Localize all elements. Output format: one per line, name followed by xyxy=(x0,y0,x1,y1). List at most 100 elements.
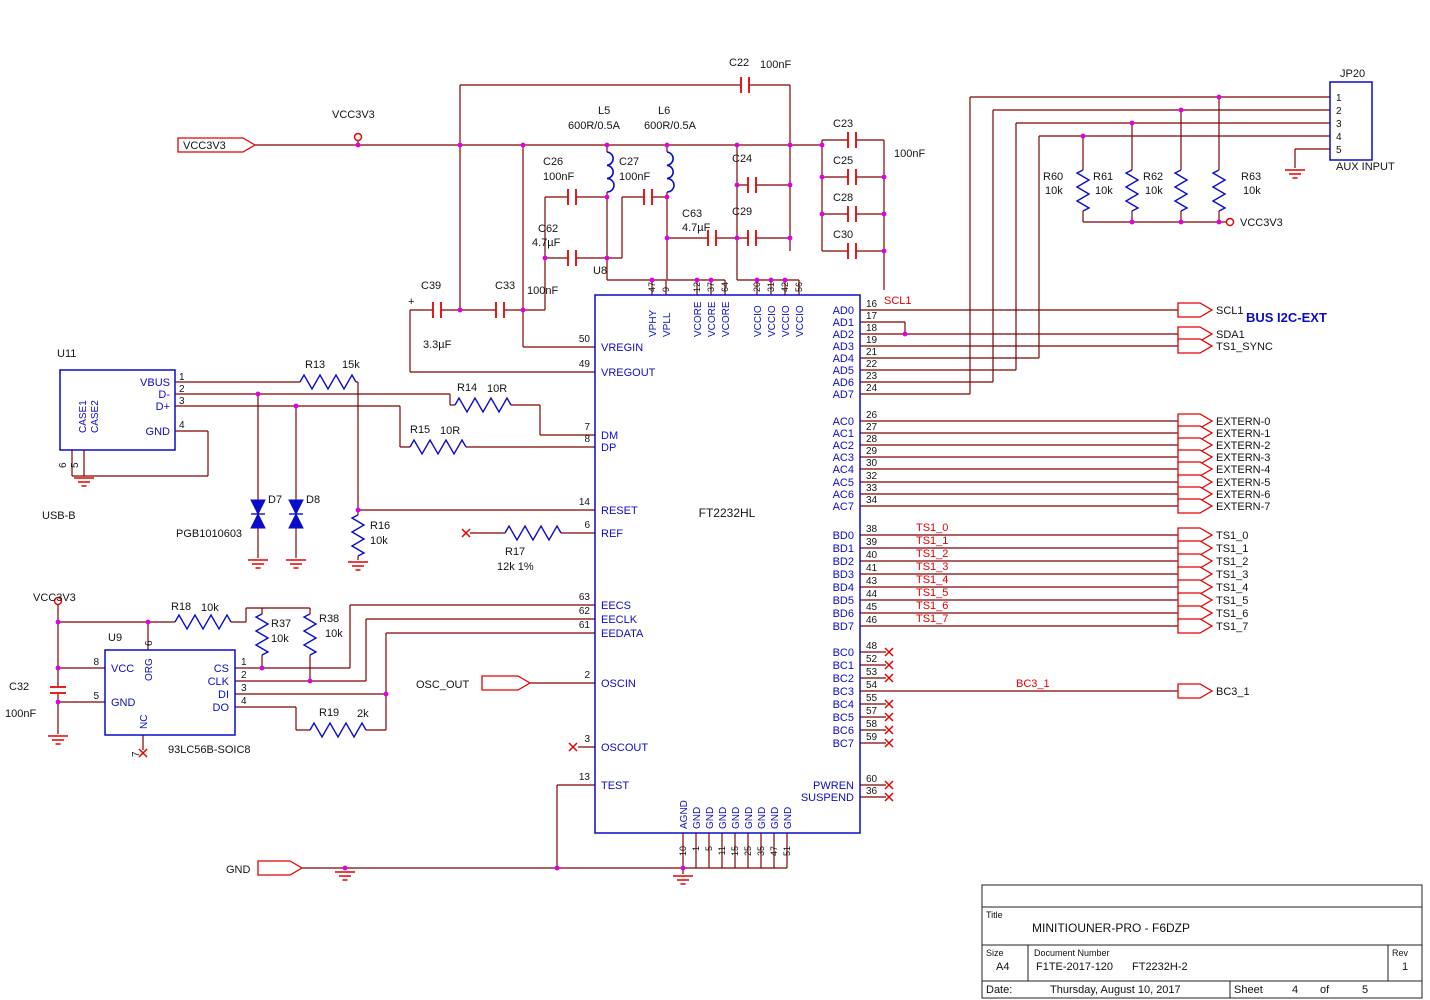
ts1-4-port-flag xyxy=(1177,579,1214,595)
r14-val: 10R xyxy=(487,383,507,395)
pin-21: 21 xyxy=(866,347,878,358)
pin-26: 26 xyxy=(866,410,878,421)
u8-ref: U8 xyxy=(593,265,607,277)
name-ee-nc: NC xyxy=(139,715,150,729)
junction-dot xyxy=(259,665,265,671)
pin-32: 32 xyxy=(866,471,878,482)
junction-dot xyxy=(902,331,908,337)
pin-47b: 47 xyxy=(769,846,779,856)
c22-capacitor xyxy=(740,77,750,93)
name-ac0: AC0 xyxy=(833,416,854,428)
name-ee-org: ORG xyxy=(144,658,155,681)
u9-eeprom-body xyxy=(104,649,236,736)
scl1-net: SCL1 xyxy=(884,295,912,307)
name-eecs: EECS xyxy=(601,600,631,612)
name-bc0: BC0 xyxy=(833,647,854,659)
l6-inductor xyxy=(666,151,675,193)
r17-val: 12k 1% xyxy=(497,561,534,573)
extern-4-port-flag xyxy=(1177,461,1214,477)
pin-58: 58 xyxy=(866,719,878,730)
sheet-of-label: of xyxy=(1320,984,1330,996)
ts1-4-net: TS1_4 xyxy=(916,574,948,586)
r63-ref: R63 xyxy=(1241,171,1261,183)
pin-6: 6 xyxy=(584,520,590,531)
name-gnd1: GND xyxy=(692,807,703,829)
doc-number-label: Document Number xyxy=(1034,948,1110,958)
name-ee-do: DO xyxy=(213,702,230,714)
c33-val: 100nF xyxy=(527,285,558,297)
name-usb-gnd: GND xyxy=(146,426,171,438)
date-label: Date: xyxy=(986,984,1012,996)
pin-35b: 35 xyxy=(756,846,766,856)
l5-val: 600R/0.5A xyxy=(568,120,621,132)
name-bc1: BC1 xyxy=(833,660,854,672)
name-test: TEST xyxy=(601,780,629,792)
sda1-port-label: SDA1 xyxy=(1216,329,1245,341)
name-vphy: VPHY xyxy=(648,309,659,337)
r60-ref: R60 xyxy=(1043,171,1063,183)
extern-5-label: EXTERN-5 xyxy=(1216,477,1270,489)
pin-18: 18 xyxy=(866,323,878,334)
c25-capacitor xyxy=(847,169,857,185)
vcc3v3-net-top: VCC3V3 xyxy=(332,109,375,121)
name-ac3: AC3 xyxy=(833,452,854,464)
junction-dot xyxy=(342,865,348,871)
junction-dot xyxy=(55,699,61,705)
ts1-7-label: TS1_7 xyxy=(1216,621,1248,633)
junction-dot xyxy=(457,142,463,148)
r61-ref: R61 xyxy=(1093,171,1113,183)
ft2232hl-ic-body xyxy=(594,294,861,834)
rev-label: Rev xyxy=(1392,948,1409,958)
no-connect-x xyxy=(568,742,578,752)
no-connect-x xyxy=(138,748,148,758)
bus-i2c-ext-label: BUS I2C-EXT xyxy=(1246,310,1327,325)
jp20-pin-4: 4 xyxy=(1336,132,1342,143)
junction-dot xyxy=(787,235,793,241)
pin-28: 28 xyxy=(866,434,878,445)
name-dm: DM xyxy=(601,430,618,442)
name-suspend: SUSPEND xyxy=(801,792,854,804)
pin-30: 30 xyxy=(866,458,878,469)
rev-value: 1 xyxy=(1402,961,1408,973)
r16-val: 10k xyxy=(370,535,388,547)
no-connect-x xyxy=(884,647,894,657)
r19-val: 2k xyxy=(357,708,369,720)
ic-name: FT2232HL xyxy=(699,506,756,520)
junction-dot xyxy=(355,142,361,148)
jp20-pin-1: 1 xyxy=(1336,93,1342,104)
pin-10b: 10 xyxy=(678,846,688,856)
extern-7-port-flag xyxy=(1177,498,1214,514)
component-symbol-layer xyxy=(48,77,1305,885)
pin-55: 55 xyxy=(866,693,878,704)
name-vcore2: VCORE xyxy=(707,301,718,337)
c30-ref: C30 xyxy=(833,229,853,241)
junction-dot xyxy=(520,142,526,148)
name-gnd5: GND xyxy=(744,807,755,829)
u11-usb-connector-body xyxy=(59,369,176,451)
pin-48: 48 xyxy=(866,641,878,652)
pin-1b: 1 xyxy=(691,846,701,851)
sheet-label: Sheet xyxy=(1234,984,1263,996)
extern-0-label: EXTERN-0 xyxy=(1216,416,1270,428)
vcc3v3-port-label: VCC3V3 xyxy=(183,140,226,152)
junction-dot xyxy=(55,665,61,671)
ts1-2-label: TS1_2 xyxy=(1216,556,1248,568)
pin-27: 27 xyxy=(866,422,878,433)
name-gnd6: GND xyxy=(757,807,768,829)
c63-val: 4.7µF xyxy=(682,222,711,234)
ground-symbol xyxy=(248,559,268,569)
junction-dot xyxy=(787,182,793,188)
name-eedata: EEDATA xyxy=(601,628,644,640)
name-vccio3: VCCIO xyxy=(781,305,792,337)
r15-ref: R15 xyxy=(410,424,430,436)
r63-val: 10k xyxy=(1243,185,1261,197)
pin-5b: 5 xyxy=(704,846,714,851)
name-ad1: AD1 xyxy=(833,317,854,329)
name-gnd2: GND xyxy=(705,807,716,829)
name-ad7: AD7 xyxy=(833,389,854,401)
name-vbus: VBUS xyxy=(140,377,170,389)
pin-12t: 12 xyxy=(692,282,702,292)
name-agnd: AGND xyxy=(679,800,690,829)
